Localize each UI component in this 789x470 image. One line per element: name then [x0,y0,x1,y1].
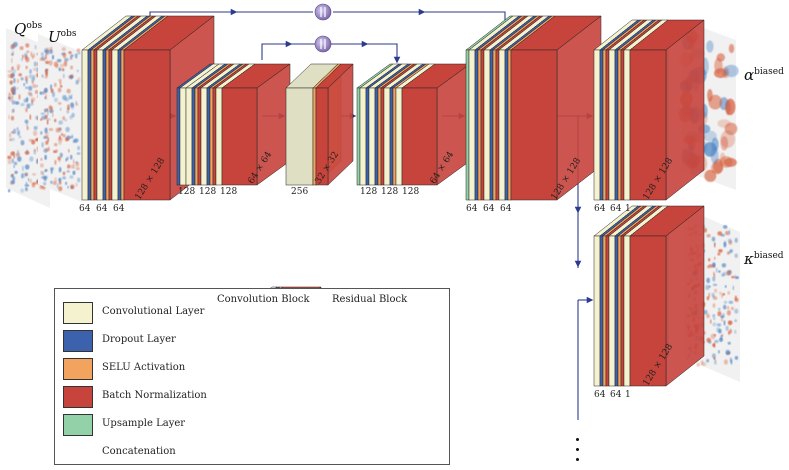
b2-ch2: 128 [199,187,217,197]
legend-label-upsample: Upsample Layer [102,418,186,429]
continuation-dot [576,458,579,461]
b1-ch2: 64 [96,204,108,214]
legend-swatch-batchnorm [63,386,93,408]
b3-ch1: 256 [291,187,309,197]
concat-icon [314,35,332,53]
block-3-bn [315,63,354,186]
b4-ch1: 128 [360,187,378,197]
q-sup-text: obs [26,21,43,31]
block-4 [356,63,471,186]
legend-swatch-conv [63,302,93,324]
layer-slab [629,205,705,387]
b5-ch1: 64 [466,204,478,214]
kappa-biased-label: κbiased [744,250,784,268]
b2-ch1: 128 [178,187,196,197]
b1-ch3: 64 [113,204,125,214]
legend-label-selu: SELU Activation [102,362,186,373]
b5-ch3: 64 [500,204,512,214]
layer-slab [401,63,471,186]
legend-swatch-selu [63,358,93,380]
legend: Convolutional Layer Dropout Layer SELU A… [54,288,450,465]
kappa-sup-text: biased [753,251,784,261]
concat-icon [314,3,332,21]
legend-label-conv: Convolutional Layer [102,306,205,317]
alpha-biased-label: αbiased [744,66,784,84]
layer-slab [629,19,705,201]
continuation-dot [576,448,579,451]
block-1 [81,15,215,201]
kappa-label-text: κ [744,250,754,268]
u-label-text: U [48,28,61,46]
q-obs-label: Qobs [14,20,42,38]
q-label-text: Q [14,20,27,38]
skip-1-b [333,11,509,36]
skip-2-a [261,43,315,60]
legend-label-dropout: Dropout Layer [102,334,176,345]
b7-ch3: 1 [625,390,631,400]
b7-ch1: 64 [594,390,606,400]
skip-2-b [331,43,401,64]
continuation-dot [576,438,579,441]
b6-ch2: 64 [610,204,622,214]
block-7 [593,205,705,387]
b6-ch1: 64 [594,204,606,214]
block-2 [176,63,291,186]
legend-swatch-upsample [63,414,93,436]
legend-label-concat: Concatenation [102,446,176,457]
layer-slab [510,15,602,201]
legend-label-batchnorm: Batch Normalization [102,390,207,401]
legend-swatch-dropout [63,330,93,352]
alpha-label-text: α [744,66,755,84]
b5-ch2: 64 [483,204,495,214]
block-5 [465,15,602,201]
legend-conv-block-title: Convolution Block [217,294,310,305]
u-sup-text: obs [60,29,77,39]
block-6 [593,19,705,201]
b1-ch1: 64 [79,204,91,214]
alpha-sup-text: biased [754,67,784,77]
layer-slab [221,63,291,186]
b7-ch2: 64 [610,390,622,400]
legend-residual-block-title: Residual Block [332,294,408,305]
b6-ch3: 1 [625,204,631,214]
b4-ch2: 128 [381,187,399,197]
b4-ch3: 128 [402,187,420,197]
b2-ch3: 128 [220,187,238,197]
u-obs-label: Uobs [48,28,76,46]
u-obs-field [38,34,82,202]
network-blocks [81,15,705,387]
